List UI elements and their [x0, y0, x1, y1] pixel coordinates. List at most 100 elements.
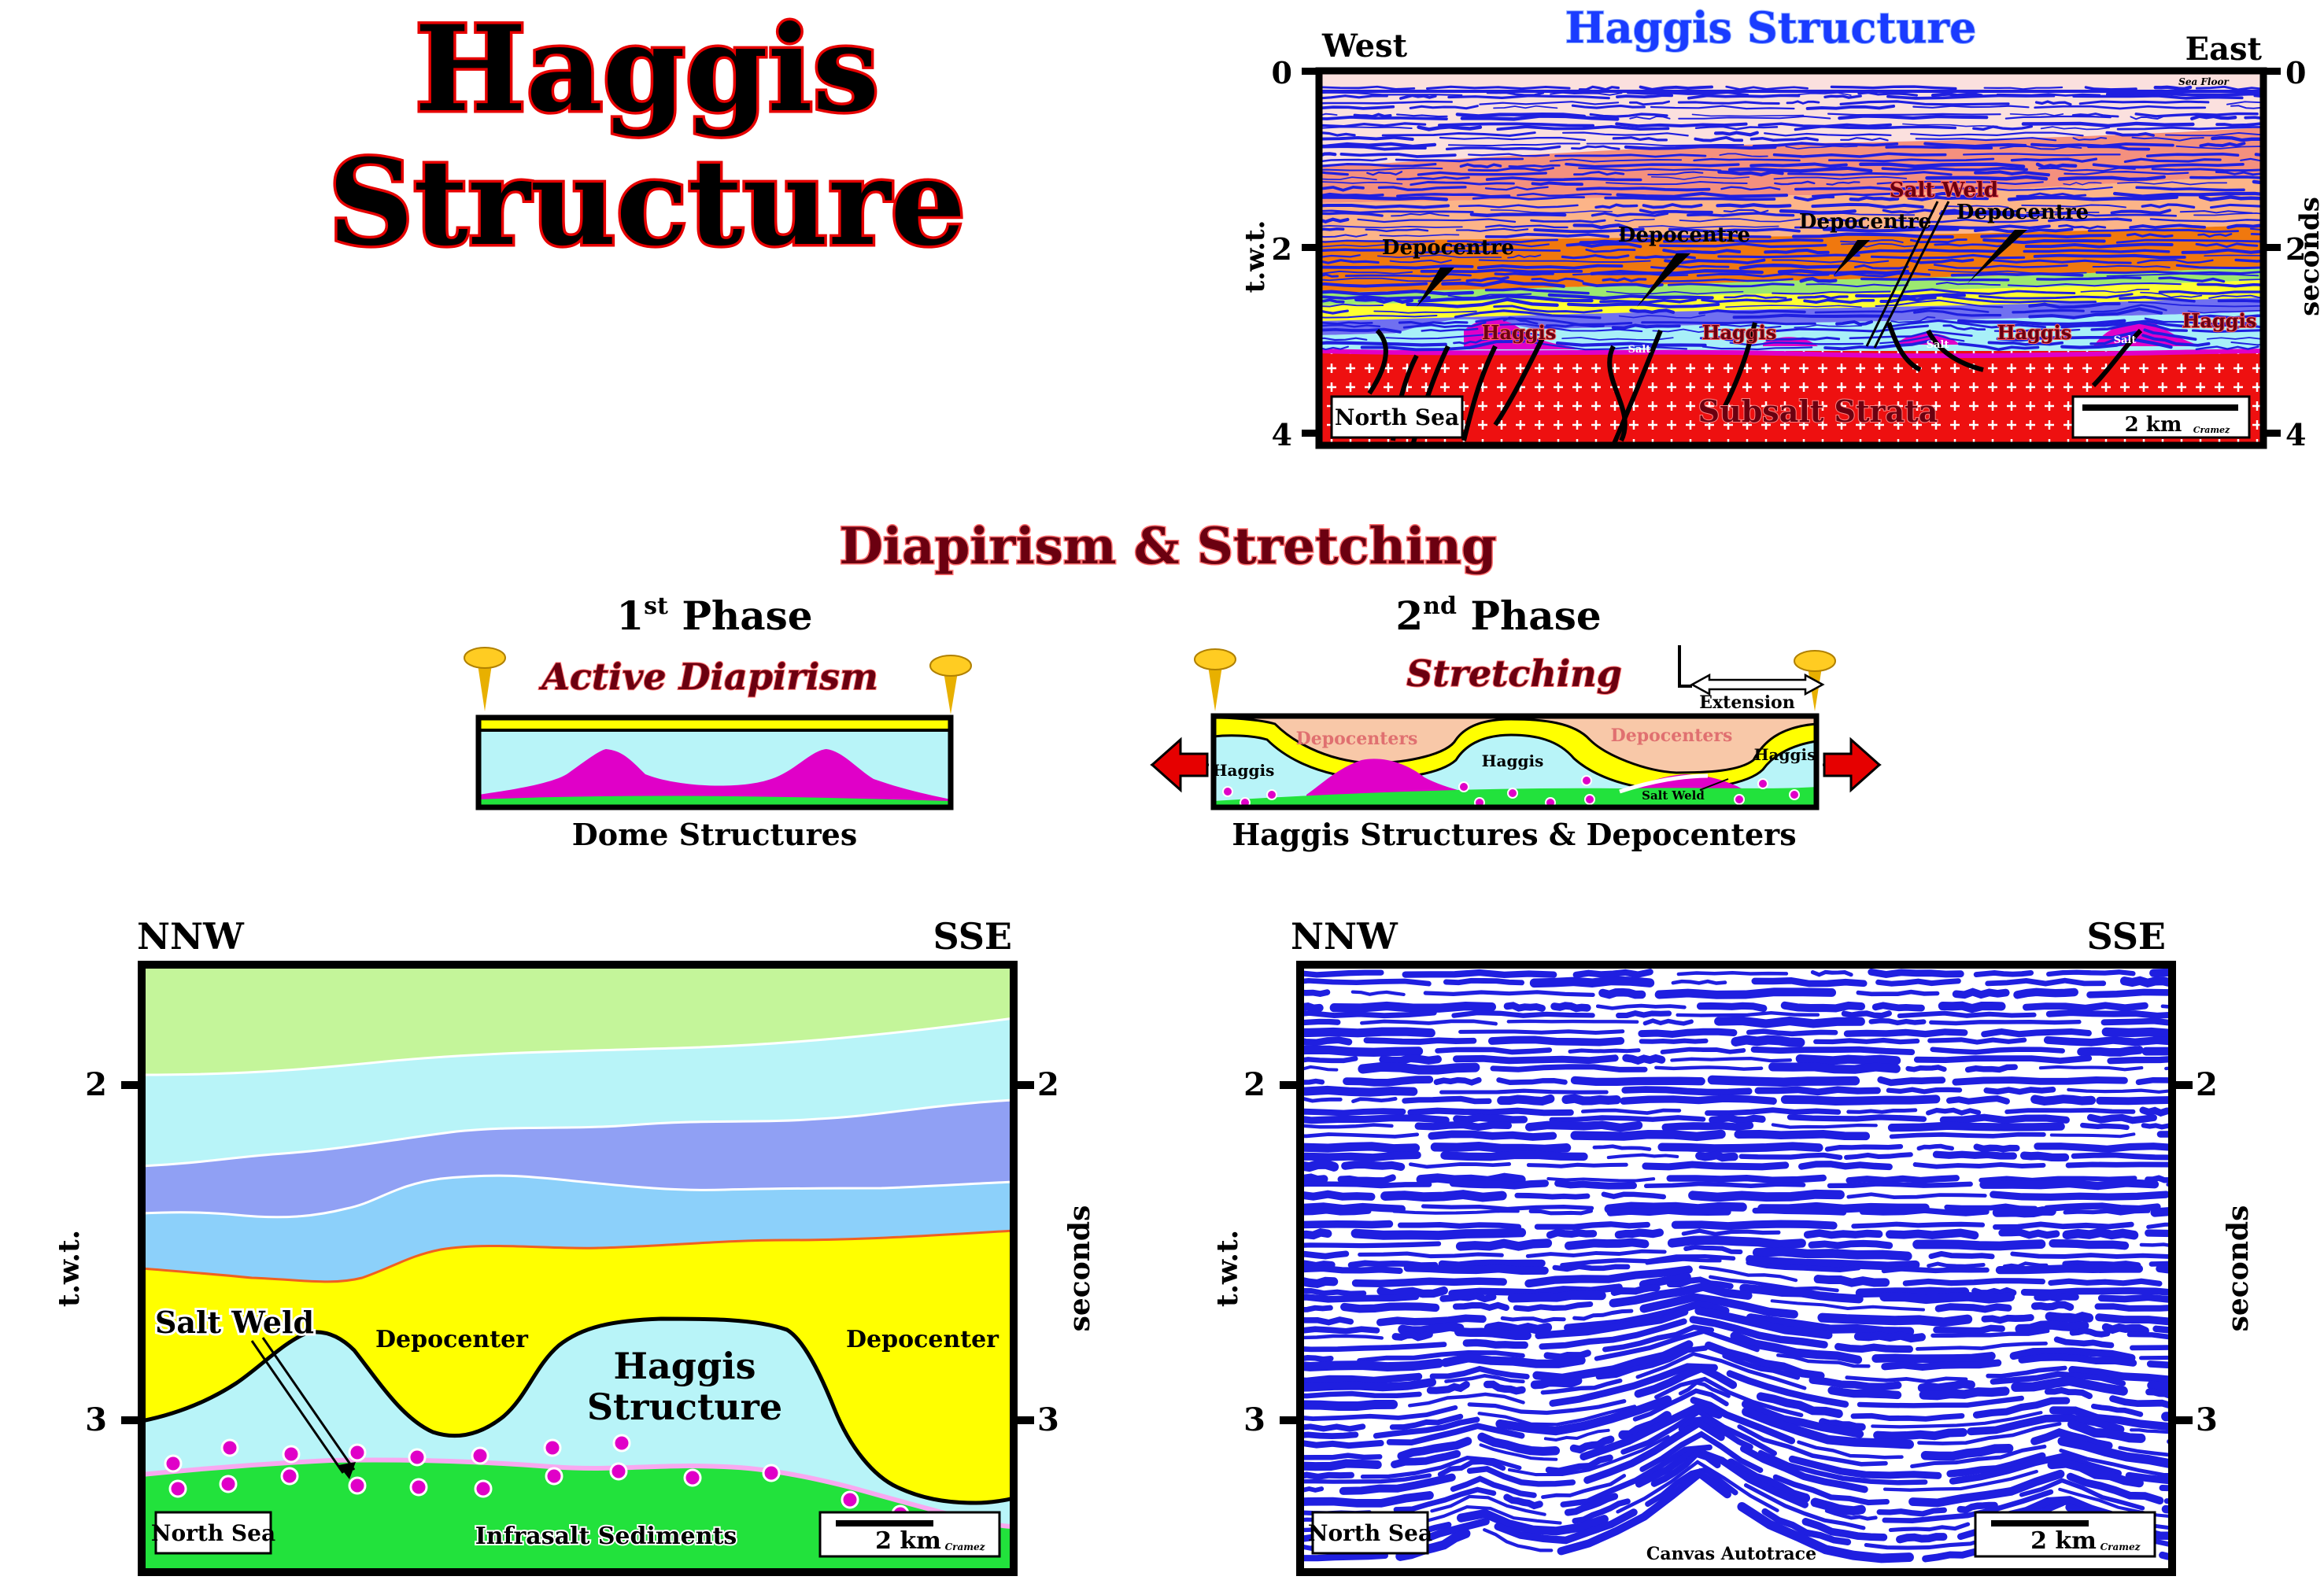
br-right-axis-label: seconds: [2222, 1205, 2255, 1332]
phase2-labels: Depocenters Depocenters Haggis Haggis Ha…: [1213, 725, 1816, 803]
br-nnw-label: NNW: [1291, 915, 1398, 958]
bl-scale-box: [818, 1511, 1001, 1558]
bottom-right-section: NNW SSE North Sea 2 km Cramez Canvas Aut…: [1211, 915, 2255, 1576]
top-section-title: Haggis Structure: [1565, 2, 1977, 53]
top-labels: Sea Floor Depocentre Depocentre Depocent…: [1330, 76, 2257, 439]
br-scale-credit: Cramez: [2100, 1541, 2141, 1552]
depocentre-label-3: Depocentre: [1799, 210, 1931, 234]
bl-salt-weld-label: Salt Weld: [155, 1305, 314, 1340]
bl-sse-label: SSE: [933, 915, 1013, 958]
bl-left-tick-3: 3: [85, 1401, 107, 1438]
phase2-title: 2nd Phase: [1395, 592, 1601, 639]
bl-salt-weld-pointer: [250, 1337, 356, 1474]
bl-left-tick-2: 2: [85, 1066, 107, 1103]
phase2-caption: Haggis Structures & Depocenters: [1232, 817, 1796, 852]
phase2-haggis-right: Haggis: [1754, 745, 1816, 764]
top-region-box: [1330, 395, 1464, 439]
bl-right-tick-2: 2: [1037, 1066, 1059, 1103]
extension-indicator: Extension: [1678, 645, 1825, 713]
phase2-salt-weld: Salt Weld: [1642, 788, 1705, 803]
phase2-depocenters-right: Depocenters: [1611, 725, 1733, 746]
depocentre-label-2: Depocentre: [1618, 223, 1750, 247]
br-left-axis: 2 3 t.w.t.: [1211, 1066, 1300, 1438]
arrow-left: [1150, 736, 1209, 793]
bl-right-axis: 2 3 seconds: [1014, 1066, 1096, 1438]
bl-left-axis-label: t.w.t.: [53, 1230, 86, 1307]
main-title-line2: Structure: [328, 134, 966, 272]
haggis-label-2: Haggis: [1702, 321, 1776, 344]
sea-floor-label: Sea Floor: [2178, 76, 2230, 87]
br-right-tick-2: 2: [2196, 1066, 2218, 1103]
br-right-axis: 2 3 seconds: [2172, 1066, 2255, 1438]
bl-haggis-line1: Haggis: [614, 1345, 756, 1387]
bl-scale-bar: [836, 1520, 933, 1526]
phase2-diagram: 2nd Phase Stretching Extension: [1150, 592, 1882, 852]
arrow-right: [1823, 736, 1882, 793]
salt-label-3: Salt: [2114, 334, 2137, 346]
top-left-axis: 0 2 4 t.w.t.: [1240, 55, 1319, 452]
phase1-caption: Dome Structures: [572, 817, 857, 852]
top-seismic-reflectors: [1319, 85, 2263, 352]
bottom-left-section: NNW SSE: [53, 915, 1096, 1576]
bl-right-axis-label: seconds: [1063, 1205, 1096, 1332]
top-salt-weld-label: Salt Weld: [1890, 179, 1998, 202]
bl-horizons: [141, 1017, 1014, 1529]
br-sse-label: SSE: [2087, 915, 2167, 958]
phase2-pin-left: [1194, 648, 1236, 711]
main-title-line1: Haggis: [415, 0, 879, 138]
top-east-label: East: [2185, 31, 2263, 68]
top-salt-weld-pointer: [1865, 201, 1950, 349]
top-section-frame: [1315, 67, 2267, 449]
main-title: Haggis Structure: [326, 0, 969, 275]
br-right-tick-3: 3: [2196, 1401, 2218, 1438]
br-scale-box: [1974, 1511, 2156, 1558]
phase1-subtitle: Active Diapirism: [538, 655, 878, 698]
bl-right-tick-3: 3: [1037, 1401, 1059, 1438]
br-frame: [1296, 961, 2176, 1576]
top-right-tick-4: 4: [2285, 417, 2306, 452]
salt-label-2: Salt: [1927, 339, 1949, 351]
br-region-label: North Sea: [1308, 1520, 1432, 1546]
bl-frame: [138, 961, 1018, 1576]
bl-depocenter-right: Depocenter: [846, 1326, 999, 1353]
bl-scale-label: 2 km: [875, 1527, 941, 1555]
bl-labels: Salt Weld Depocenter Depocenter Haggis S…: [151, 1302, 1001, 1558]
phase1-frame: [475, 714, 954, 810]
top-scale-box: [2071, 395, 2251, 439]
phase1-diagram: 1st Phase Active Diapirism Dome Structur…: [464, 592, 972, 852]
phase2-frame: [1210, 713, 1820, 810]
br-region-box: [1311, 1511, 1429, 1555]
phase2-depocenters-left: Depocenters: [1296, 729, 1418, 749]
br-left-tick-2: 2: [1243, 1066, 1265, 1103]
salt-label-1: Salt: [1628, 344, 1651, 356]
bl-region-box: [154, 1511, 272, 1555]
br-seismic-reflectors: [1300, 968, 2172, 1563]
bl-infrasalt-label: Infrasalt Sediments: [475, 1523, 737, 1550]
top-west-label: West: [1321, 28, 1408, 65]
bl-scale-credit: Cramez: [945, 1541, 986, 1552]
phase2-haggis-center: Haggis: [1482, 751, 1544, 770]
top-right-tick-2: 2: [2285, 231, 2306, 267]
phase2-haggis-left: Haggis: [1213, 761, 1275, 780]
haggis-label-3: Haggis: [1997, 321, 2071, 344]
bl-haggis-line2: Structure: [587, 1386, 782, 1428]
subsalt-strata-label: Subsalt Strata: [1698, 393, 1938, 429]
bl-left-axis: 2 3 t.w.t.: [53, 1066, 142, 1438]
top-right-axis-label: seconds: [2294, 197, 2324, 316]
top-left-tick-0: 0: [1272, 55, 1292, 90]
br-scale-bar: [1991, 1520, 2089, 1526]
phase1-pin-right: [929, 655, 972, 714]
top-scale-credit: Cramez: [2193, 425, 2230, 435]
top-right-tick-0: 0: [2285, 55, 2306, 90]
top-left-tick-4: 4: [1272, 417, 1292, 452]
phase1-title: 1st Phase: [616, 592, 812, 639]
haggis-label-4: Haggis: [2182, 309, 2256, 332]
top-right-axis: 0 2 4 seconds: [2263, 55, 2324, 452]
br-labels: North Sea 2 km Cramez Canvas Autotrace: [1308, 1511, 2156, 1566]
br-footer-label: Canvas Autotrace: [1646, 1544, 1816, 1564]
bl-depocenter-left: Depocenter: [375, 1326, 529, 1353]
haggis-label-1: Haggis: [1482, 321, 1556, 344]
depocentre-pointers: [1417, 230, 2027, 307]
depocentre-label-1: Depocentre: [1382, 236, 1514, 260]
